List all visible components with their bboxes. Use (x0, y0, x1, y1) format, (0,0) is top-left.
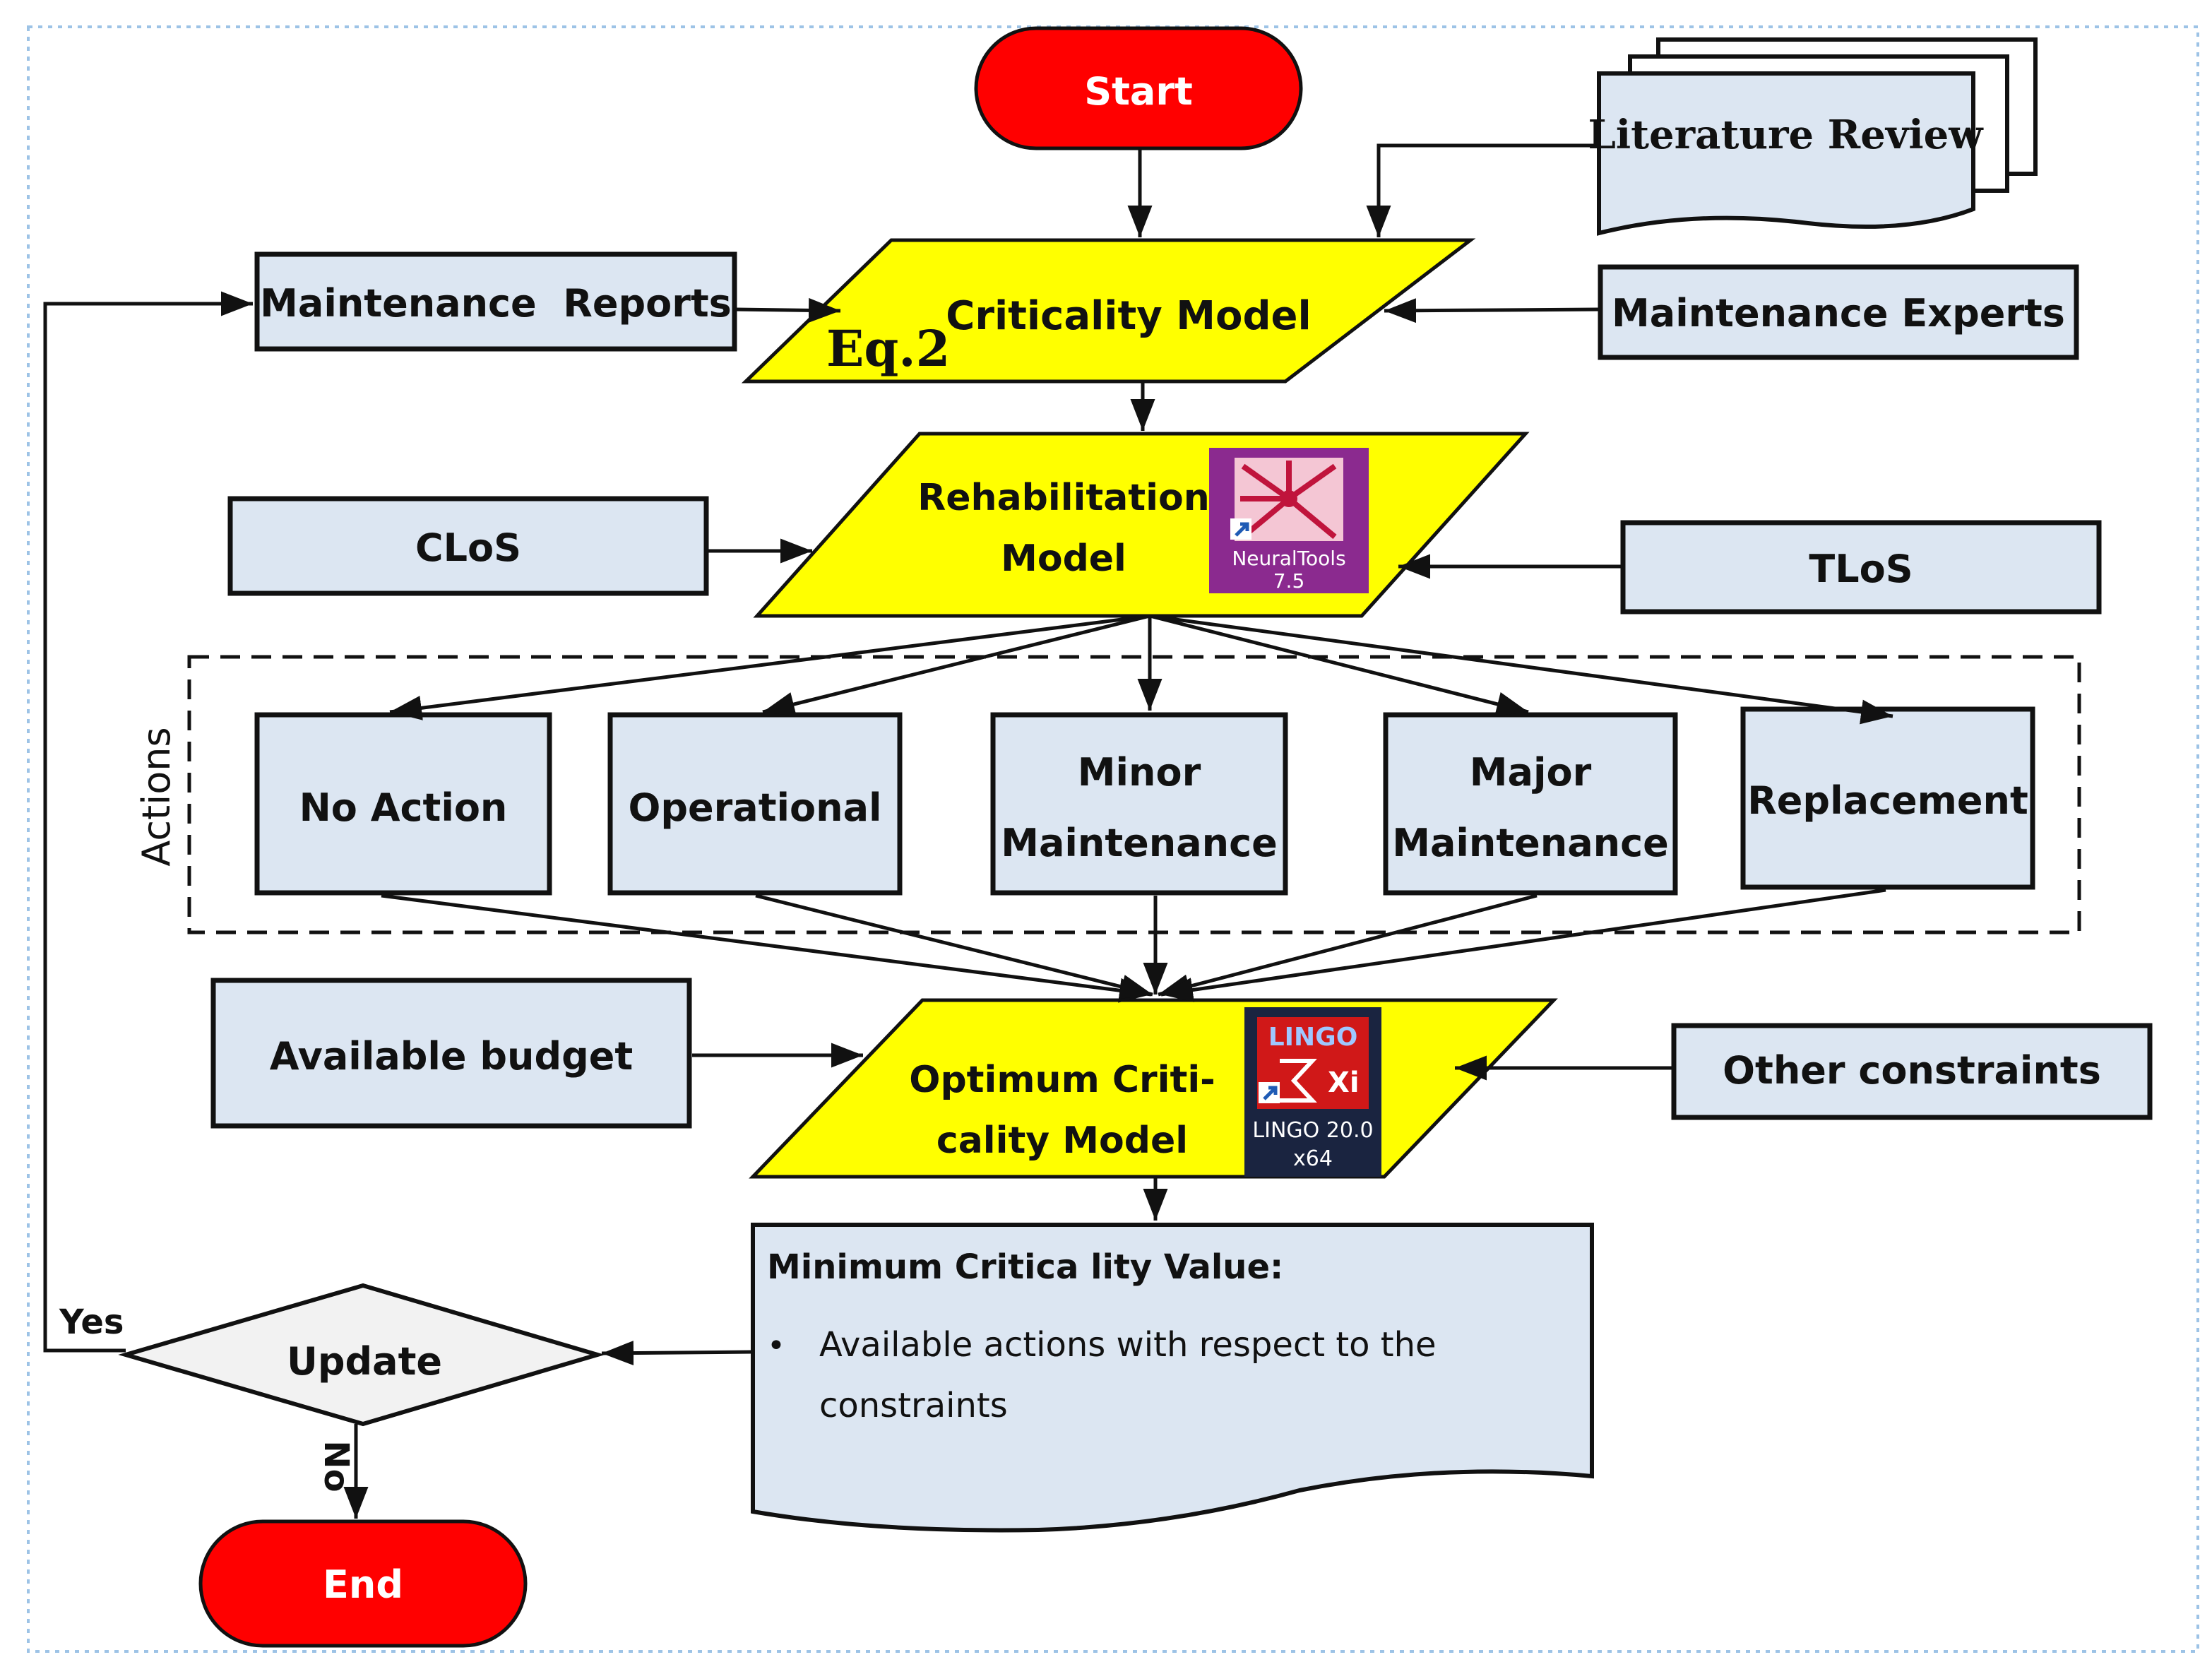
svg-text:Model: Model (1001, 538, 1126, 580)
start-terminator: Start (974, 26, 1303, 150)
svg-text:Maintenance: Maintenance (1392, 821, 1669, 865)
literature-review-document: Literature Review (1588, 37, 2038, 236)
svg-text:Minimum Critica lity Value:: Minimum Critica lity Value: (767, 1247, 1283, 1287)
yes-label: Yes (59, 1302, 124, 1342)
maintenance-reports-box: Maintenance Reports (254, 251, 737, 352)
actions-label: Actions (134, 727, 179, 866)
action-major-maintenance: Major Maintenance (1383, 712, 1678, 896)
svg-text:Optimum Criti-: Optimum Criti- (909, 1059, 1215, 1101)
svg-text:Rehabilitation: Rehabilitation (917, 477, 1210, 519)
svg-text:Major: Major (1470, 750, 1592, 795)
minimum-criticality-document: Minimum Critica lity Value: • Available … (751, 1223, 1594, 1533)
svg-text:Other constraints: Other constraints (1723, 1048, 2101, 1093)
criticality-model: Criticality Model Eq.2 (741, 238, 1476, 384)
svg-text:Replacement: Replacement (1747, 778, 2028, 823)
svg-text:TLoS: TLoS (1809, 547, 1913, 591)
other-constraints-box: Other constraints (1671, 1023, 2153, 1120)
svg-text:•: • (767, 1328, 785, 1364)
svg-text:Literature Review: Literature Review (1588, 112, 1985, 158)
neuraltools-icon: NeuralTools 7.5 (1209, 448, 1369, 593)
rehabilitation-model: Rehabilitation Model (753, 432, 1530, 618)
svg-text:End: End (323, 1562, 403, 1607)
svg-text:Minor: Minor (1078, 750, 1201, 795)
no-label: No (316, 1440, 356, 1492)
svg-text:Update: Update (287, 1339, 442, 1384)
svg-text:CLoS: CLoS (415, 526, 521, 570)
actions-group-frame (187, 655, 2081, 934)
maintenance-experts-box: Maintenance Experts (1598, 264, 2079, 360)
svg-text:Available actions with respect: Available actions with respect to the (819, 1325, 1437, 1365)
lingo-icon: LINGO Xi LINGO 20.0 x64 (1244, 1007, 1381, 1177)
connectors (43, 143, 1893, 1519)
svg-text:NeuralTools: NeuralTools (1232, 547, 1345, 570)
svg-text:Operational: Operational (628, 785, 881, 830)
outer-frame (27, 25, 2199, 1653)
svg-text:Available budget: Available budget (270, 1034, 633, 1079)
svg-text:x64: x64 (1293, 1146, 1333, 1171)
action-minor-maintenance: Minor Maintenance (990, 712, 1288, 896)
svg-text:Start: Start (1084, 69, 1193, 114)
end-terminator: End (198, 1519, 528, 1648)
update-decision: Update (118, 1283, 605, 1427)
action-replacement: Replacement (1740, 706, 2035, 890)
svg-text:LINGO: LINGO (1268, 1023, 1358, 1052)
svg-text:LINGO 20.0: LINGO 20.0 (1252, 1118, 1373, 1143)
svg-text:cality Model: cality Model (936, 1120, 1188, 1162)
svg-text:Xi: Xi (1328, 1067, 1360, 1099)
tlos-box: TLoS (1620, 520, 2102, 615)
svg-text:Maintenance: Maintenance (1001, 821, 1278, 865)
optimum-criticality-model: Optimum Criti- cality Model (749, 998, 1558, 1179)
svg-text:No Action: No Action (299, 785, 508, 830)
svg-text:7.5: 7.5 (1273, 569, 1305, 593)
svg-text:constraints: constraints (819, 1386, 1008, 1425)
svg-text:Maintenance Experts: Maintenance Experts (1612, 291, 2065, 336)
action-operational: Operational (607, 712, 903, 896)
svg-text:Maintenance Reports: Maintenance Reports (260, 281, 732, 326)
svg-text:Criticality Model: Criticality Model (946, 293, 1311, 339)
eq-label: Eq.2 (826, 319, 950, 378)
available-budget-box: Available budget (210, 978, 692, 1129)
action-no-action: No Action (254, 712, 552, 896)
clos-box: CLoS (227, 496, 709, 596)
